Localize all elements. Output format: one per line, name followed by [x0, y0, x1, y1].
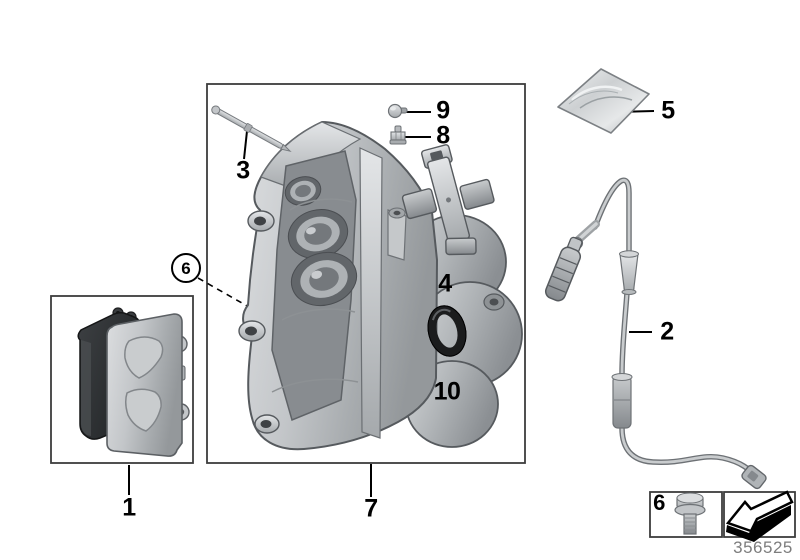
sensor-cable [593, 178, 756, 478]
guide-pin-head [211, 105, 221, 115]
callout-9-dust-cap[interactable]: 9 [436, 96, 450, 125]
arrow-face [725, 490, 794, 533]
caliper-ear-hole [260, 420, 272, 428]
brake-pads-illustration[interactable] [77, 307, 190, 457]
retaining-spring-illustration[interactable] [392, 136, 506, 268]
bleeder-hex [390, 131, 406, 141]
callout-3-guide-pin[interactable]: 3 [236, 156, 250, 185]
packet-crease [568, 90, 619, 105]
bleeder-nipple [394, 125, 402, 133]
caliper-piston-bore [287, 209, 349, 259]
callout-10-seal-ring[interactable]: 10 [433, 377, 461, 406]
seal-ring-illustration[interactable] [423, 302, 471, 360]
direction-arrow-icon [725, 490, 794, 542]
seal-ring-highlight [431, 308, 451, 321]
brake-pads-box [50, 295, 194, 464]
backplate-emboss-bottom [124, 388, 162, 432]
caliper-ear-hole [245, 326, 257, 336]
callout-line-3 [243, 130, 248, 160]
caliper-face-ribs [271, 198, 359, 393]
mounting-bolt-illustration[interactable] [674, 492, 706, 535]
sensor-grommet-flange [611, 373, 633, 381]
bolt-head-top [676, 492, 704, 504]
callout-line-6-dashed [197, 277, 264, 316]
packet-crease [579, 96, 633, 109]
bleeder-flange [389, 139, 407, 145]
caliper-bridge-rib [359, 147, 383, 439]
callout-6-circled-bolt[interactable]: 6 [171, 253, 201, 283]
bolt-box [649, 491, 723, 538]
caliper-box [206, 83, 526, 464]
callout-8-bleeder-screw[interactable]: 8 [436, 121, 450, 150]
caliper-illustration[interactable] [238, 120, 523, 451]
dust-cap-illustration[interactable] [387, 103, 408, 119]
sensor-connector [741, 464, 767, 490]
bleeder-screw-illustration[interactable] [389, 125, 407, 145]
sensor-grommet-flange [621, 289, 637, 295]
sensor-grommet-flange [619, 250, 639, 258]
callout-5-grease-packet[interactable]: 5 [661, 96, 675, 125]
packet-body [557, 68, 650, 134]
callout-7-caliper[interactable]: 7 [364, 494, 378, 523]
caliper-housing-bore [489, 298, 499, 306]
spring-right-wing [459, 178, 495, 210]
bolt-shank [683, 513, 697, 535]
callout-6-boxed-bolt[interactable]: 6 [653, 490, 665, 515]
caliper-ear-hole [254, 216, 266, 226]
dust-cap-glint [390, 106, 396, 111]
spring-top-slot [430, 150, 444, 161]
spring-foot [445, 237, 477, 256]
grease-packet-illustration[interactable] [557, 68, 650, 134]
spring-left-wing [401, 188, 438, 220]
guide-pin-tip [280, 143, 292, 153]
caliper-piston-bore-small [284, 176, 322, 206]
callout-4-retaining-spring[interactable]: 4 [438, 269, 452, 298]
bolt-threads [684, 517, 696, 531]
spring-rivet [446, 197, 452, 203]
arrow-shadow [726, 505, 791, 542]
guide-pin-illustration[interactable] [210, 105, 292, 155]
caliper-piston-bore [290, 251, 358, 307]
callout-1-brake-pads[interactable]: 1 [122, 493, 136, 522]
bleeder-boss-hole [393, 210, 401, 216]
drawing-number: 356525 [733, 538, 793, 557]
backplate [106, 313, 183, 457]
callout-2-wear-sensor[interactable]: 2 [660, 317, 674, 346]
guide-pin-collar [243, 123, 253, 133]
sensor-head [544, 236, 583, 302]
sensor-grommet-lower [612, 375, 632, 429]
wear-sensor-illustration[interactable] [544, 177, 768, 490]
sensor-grommet-upper [619, 253, 639, 294]
friction-pad-edge [81, 340, 91, 436]
dust-cap-dome [387, 103, 403, 119]
backplate-emboss-top [124, 336, 164, 379]
packet-highlight [571, 85, 623, 101]
sensor-cable-outline [592, 177, 757, 479]
